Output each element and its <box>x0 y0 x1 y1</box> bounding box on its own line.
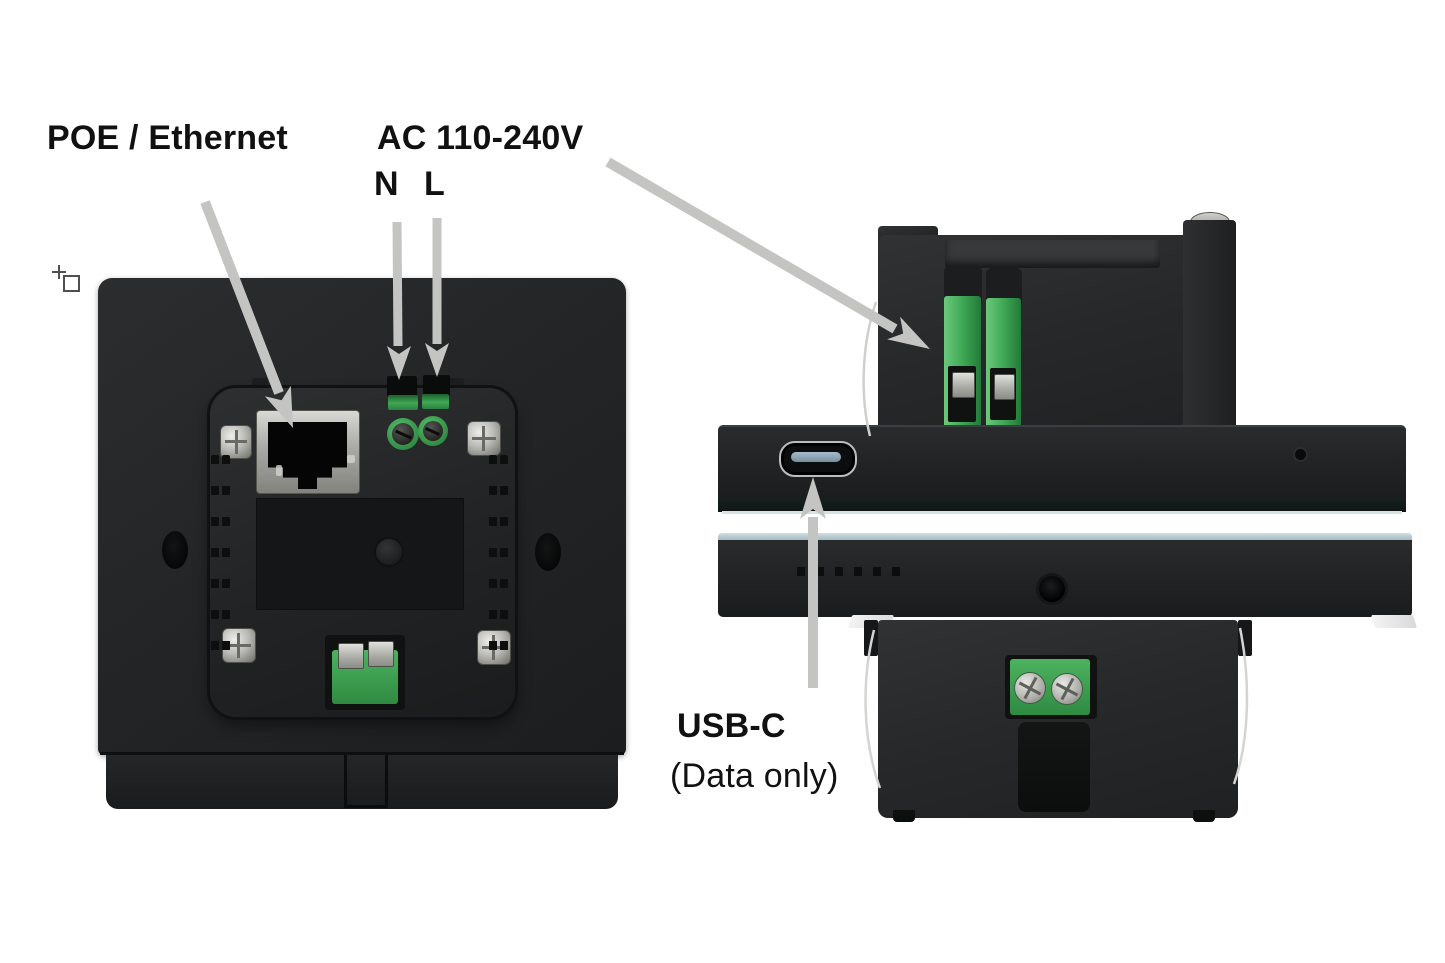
back-view-device <box>98 278 626 814</box>
mounting-hole-right <box>535 533 561 571</box>
housing-foot <box>1193 810 1215 822</box>
center-screw-boss <box>374 537 404 567</box>
rear-housing-top <box>878 235 1228 435</box>
usb-c-arrow <box>800 477 826 688</box>
module-tab <box>252 378 268 390</box>
usb-c-note-label: (Data only) <box>670 757 839 795</box>
crop-cursor-box <box>63 275 80 292</box>
usb-c-label: USB-C <box>677 707 786 745</box>
terminal-green-strip <box>422 394 449 409</box>
terminal-screw <box>1014 672 1046 704</box>
housing-right-column <box>1183 220 1236 435</box>
glass-edge-highlight <box>722 511 1402 514</box>
vent-slots <box>500 455 508 651</box>
bottom-terminal-contact <box>368 641 394 667</box>
line-label: L <box>424 165 445 203</box>
vent-slots <box>222 455 230 651</box>
panel-edge-strip <box>718 498 1406 512</box>
ac-wire-entry-n <box>387 376 417 397</box>
neutral-wire-arrow <box>387 221 411 380</box>
wire-clip-bottom-right <box>1232 627 1249 785</box>
crop-cursor-icon <box>52 264 80 292</box>
bottom-terminal-contact <box>338 643 364 669</box>
panel-edge-lower <box>718 540 1412 617</box>
side-view-device <box>718 210 1418 826</box>
ac-terminal-n <box>387 418 419 450</box>
ac-terminal-l <box>418 416 448 446</box>
mic-hole <box>1295 449 1306 460</box>
ac-terminal-arrow <box>605 157 930 349</box>
crop-cursor-cross-v <box>58 265 60 279</box>
plate-bottom-lip <box>106 755 618 809</box>
wire-clip-bottom-left <box>864 629 882 789</box>
module-tab <box>448 378 464 390</box>
ac-wire-entry-l <box>423 375 450 396</box>
terminal-screw <box>392 423 414 445</box>
housing-foot <box>893 810 915 822</box>
reset-hole <box>1039 576 1065 602</box>
terminal-contact <box>952 372 975 398</box>
neutral-label: N <box>374 165 399 203</box>
housing-recess-channel <box>945 240 1160 268</box>
port-glint <box>347 455 355 463</box>
poe-ethernet-label: POE / Ethernet <box>47 119 288 157</box>
fixing-screw <box>220 425 252 459</box>
ac-voltage-label: AC 110-240V <box>377 119 584 157</box>
housing-notch <box>1238 620 1252 656</box>
glass-top-stripe <box>718 533 1412 541</box>
speaker-dots <box>797 567 909 576</box>
lip-center-notch <box>344 755 388 808</box>
plate-seam <box>100 752 624 755</box>
terminal-screw <box>1051 673 1083 705</box>
fixing-screw <box>467 421 501 456</box>
vent-slots <box>211 455 219 651</box>
usb-c-slot <box>791 452 841 462</box>
terminal-green-strip <box>388 395 418 410</box>
label-recess <box>256 498 464 610</box>
port-glint <box>276 465 282 476</box>
vent-slots <box>489 455 497 651</box>
line-wire-arrow <box>425 218 449 377</box>
terminal-contact <box>994 374 1015 400</box>
poe-ethernet-arrow <box>200 200 293 428</box>
housing-bottom-slot <box>1018 722 1090 812</box>
mounting-hole-left <box>162 531 188 569</box>
terminal-screw <box>423 421 443 441</box>
